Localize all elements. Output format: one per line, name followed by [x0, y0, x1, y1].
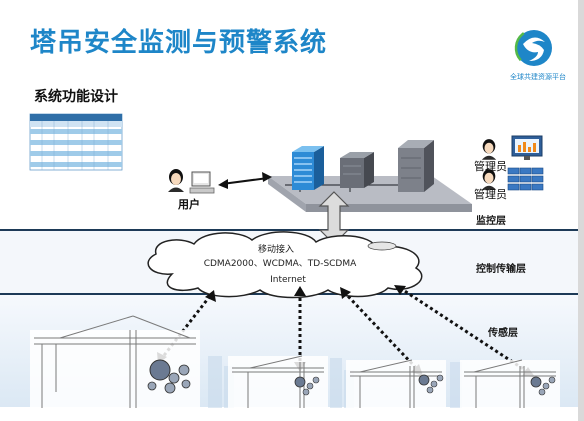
chart-monitor-icon: [511, 135, 543, 160]
blue-server-icon: [292, 146, 324, 190]
cloud-network-standards: CDMA2000、WCDMA、TD-SCDMA: [203, 259, 357, 269]
sensor-cluster-1: [147, 359, 191, 394]
computer-icon: [189, 171, 215, 194]
tower-cranes-scene: [30, 315, 560, 408]
user-avatar-icon: [168, 169, 184, 192]
admin-label-1: 管理员: [474, 160, 507, 173]
section-subtitle: 系统功能设计: [34, 89, 118, 105]
monitor-layer-label: 监控层: [476, 216, 506, 227]
transmit-layer-label: 控制传输层: [476, 264, 526, 275]
server-rack-icon: [398, 140, 434, 192]
cloud-mobile-access: 移动接入: [257, 245, 294, 255]
globe-logo-icon: [514, 28, 554, 68]
admin-avatar-icon: [481, 169, 497, 190]
user-label: 用户: [178, 198, 200, 211]
data-table-thumbnail: [29, 113, 123, 171]
monitor-layer-divider: [0, 229, 584, 231]
admin-avatar-icon: [481, 139, 497, 160]
cloud-internet: Internet: [270, 275, 306, 285]
server-tower-icon: [340, 152, 374, 188]
network-cloud-icon: [147, 231, 423, 299]
logo-caption: 全球共建资源平台: [510, 73, 566, 81]
right-edge-bar: [578, 0, 584, 421]
page-title: 塔吊安全监测与预警系统: [30, 28, 328, 58]
admin-label-2: 管理员: [474, 188, 507, 201]
server-grid-icon: [507, 167, 544, 191]
sensor-layer-label: 传感层: [488, 328, 518, 339]
bottom-strip: [0, 408, 584, 421]
